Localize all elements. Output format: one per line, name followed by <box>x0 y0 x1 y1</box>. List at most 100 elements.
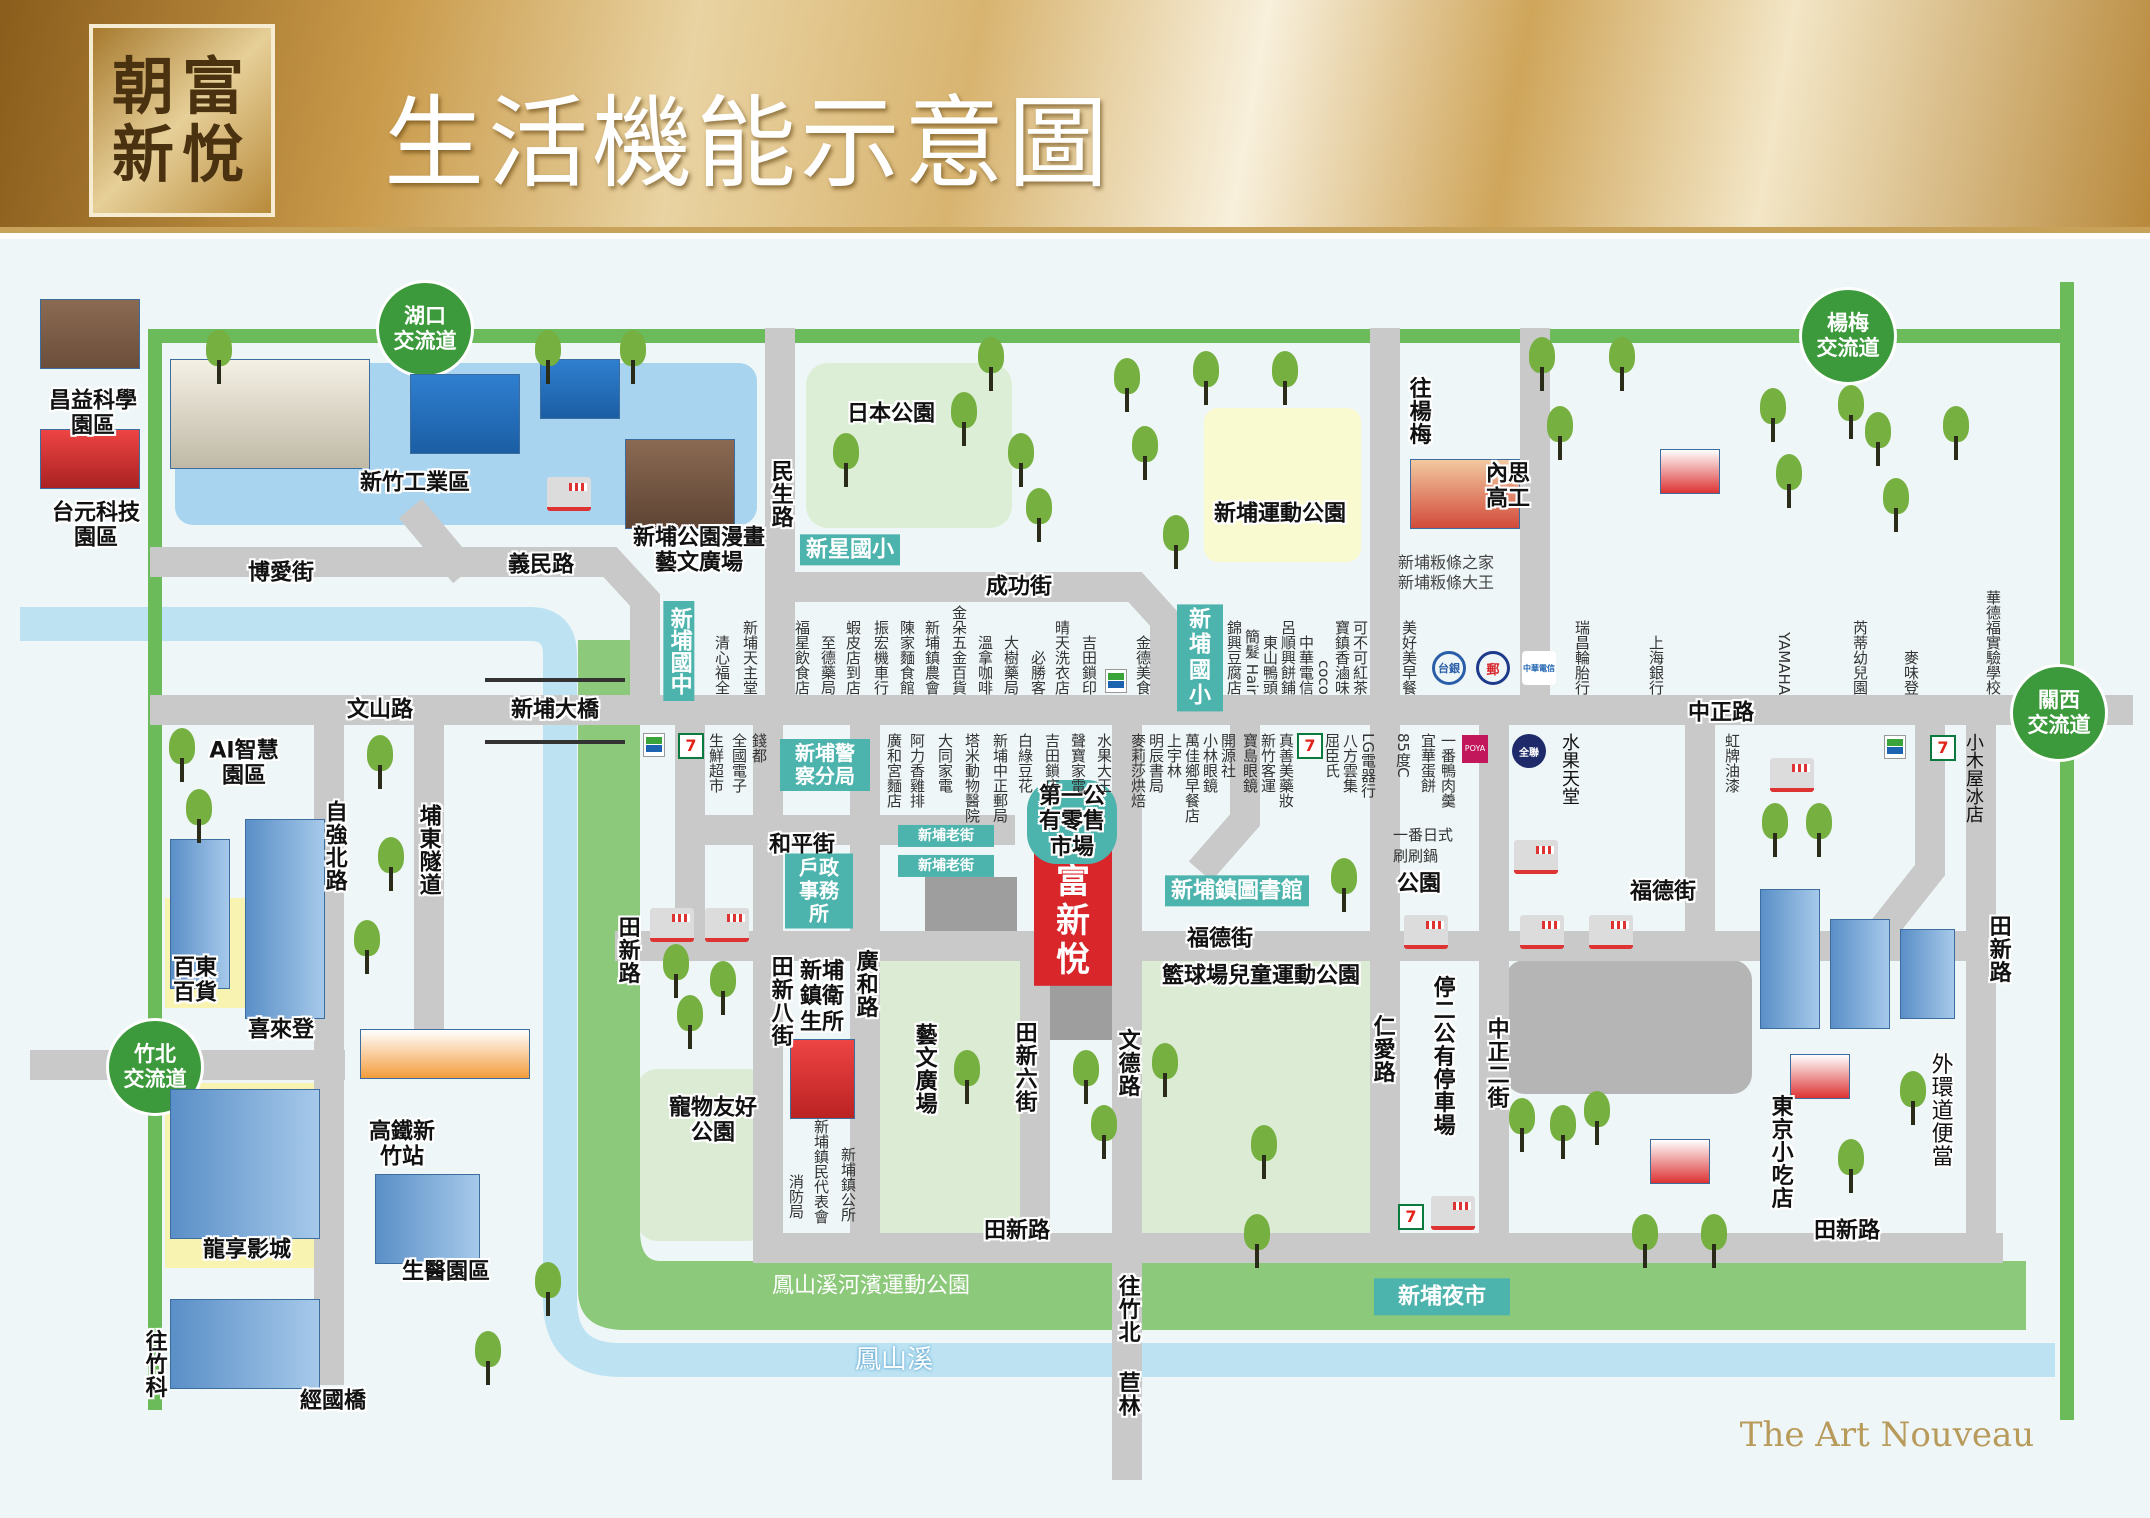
tree-icon <box>1129 426 1161 482</box>
health-center-icon <box>790 1039 855 1119</box>
label: 湖口 <box>404 303 446 328</box>
tree-icon <box>617 330 649 386</box>
tree-icon <box>1070 1049 1102 1106</box>
shop-label: 寶島眼鏡 <box>1241 733 1259 793</box>
shop-label: 塔米動物醫院 <box>963 733 981 823</box>
tree-icon <box>1835 1139 1867 1195</box>
shop-label: 新埔天主堂 <box>741 620 759 695</box>
road-renai: 仁愛路 <box>1369 1014 1395 1084</box>
footer-brand: The Art Nouveau <box>1739 1415 2035 1455</box>
tree-icon <box>1880 478 1912 534</box>
bridge-jingguo: 經國橋 <box>299 1388 367 1414</box>
shop-label: 中華電信 <box>1297 635 1315 695</box>
shop-label: 蝦皮店到店 <box>844 620 862 695</box>
tree-icon <box>951 1049 983 1106</box>
japan-park: 日本公園 <box>846 401 936 427</box>
road-minsheng: 民生路 <box>767 459 793 529</box>
road-ziqiang: 自強北路 <box>321 800 347 892</box>
label: 關西 <box>2038 687 2080 712</box>
road-wende: 文德路 <box>1114 1028 1140 1098</box>
tree-icon <box>1544 405 1576 462</box>
shop-label: 溫拿咖啡 <box>976 635 994 695</box>
road-fude-east: 福德街 <box>1629 879 1697 905</box>
chunghwa-telecom-logo: 中華電信 <box>1522 651 1556 685</box>
tree-icon <box>707 960 739 1017</box>
brand-logo: 朝富 新悅 <box>89 24 275 217</box>
label: 竹北 <box>134 1041 176 1066</box>
tree-icon <box>1547 1104 1579 1161</box>
fire-station: 消防局 <box>787 1174 805 1219</box>
hsinchu-industrial-zone: 新竹工業區 <box>359 470 471 496</box>
shop-label: 八方雲集 <box>1341 733 1359 793</box>
basketball-park-zone <box>1138 960 1371 1241</box>
tree-icon <box>203 330 235 386</box>
sheraton: 喜來登 <box>247 1017 315 1043</box>
shop-label: 麥莉莎烘焙 <box>1129 733 1147 808</box>
factory-icon <box>410 374 520 454</box>
tree-icon <box>1506 1097 1538 1154</box>
tree-icon <box>166 727 198 784</box>
skyscraper-icon <box>170 1089 320 1239</box>
post-office-logo: 郵 <box>1476 651 1510 685</box>
shop-label: 萬佳鄉早餐店 <box>1183 733 1201 823</box>
first-public-market: 第一公有零售市場 <box>1027 780 1117 864</box>
parking-lot <box>1505 960 1752 1094</box>
tree-icon <box>1606 337 1638 393</box>
tree-icon <box>1862 412 1894 468</box>
tree-icon <box>532 330 564 386</box>
to-yangmei: 往楊梅 <box>1405 376 1431 446</box>
basketball-kids-park: 籃球場兒童運動公園 <box>1161 963 1361 989</box>
factory-icon <box>625 439 735 529</box>
building-icon <box>40 429 140 489</box>
tree-icon <box>1581 1091 1613 1147</box>
bantiao-king: 新埔粄條大王 <box>1398 573 1495 592</box>
house-icon <box>1790 1054 1850 1099</box>
map-base <box>0 239 2150 1518</box>
road-zhongzheng: 中正路 <box>1687 700 1755 726</box>
store-icon <box>1520 915 1565 950</box>
town-council: 新埔鎮民代表會 <box>812 1119 830 1224</box>
store-icon <box>546 476 591 511</box>
house-icon <box>1650 1139 1710 1184</box>
shop-label: 瑞昌輪胎行 <box>1573 620 1591 695</box>
pet-friendly-park: 寵物友好公園 <box>668 1095 757 1146</box>
tree-icon <box>674 995 706 1051</box>
shop-label: 美好美早餐 <box>1400 620 1418 695</box>
shop-label: 開源社 <box>1219 733 1237 778</box>
shop-label: 明辰書局 <box>1147 733 1165 793</box>
seven-eleven-logo: 7 <box>1398 1204 1424 1230</box>
xinpu-elementary: 新埔國小 <box>1177 604 1223 712</box>
shop-label: 新竹客運 <box>1259 733 1277 793</box>
road-julin: 苣林 <box>1114 1371 1140 1417</box>
ring-road-bento: 外環道便當 <box>1927 1052 1953 1168</box>
shop-label: 華德福實驗學校 <box>1984 590 2002 695</box>
neisi-high-school: 內思高工 <box>1485 461 1530 512</box>
familymart-logo <box>643 733 665 757</box>
shop-label: 聲寶家電 <box>1069 733 1087 793</box>
health-center: 新埔鎮衛生所 <box>799 959 844 1035</box>
tree-icon <box>1023 487 1055 544</box>
tree-icon <box>660 944 692 1000</box>
pet-park-zone <box>637 1069 768 1241</box>
art-plaza: 藝文廣場 <box>911 1023 937 1115</box>
map-area: 湖口交流道 楊梅交流道 關西交流道 竹北交流道 7 7 7 7 台銀 郵 中華電… <box>0 239 2150 1518</box>
road-guanghe: 廣和路 <box>852 949 878 1019</box>
road-zhongzheng-2: 中正二街 <box>1483 1017 1509 1109</box>
shop-label: 上宇林 <box>1165 733 1183 778</box>
store-icon <box>704 908 749 943</box>
bridge-xinpu: 新埔大橋 <box>510 697 600 723</box>
fengshan-river: 鳳山溪 <box>854 1345 934 1376</box>
tree-icon <box>1269 350 1301 407</box>
tree-icon <box>1190 350 1222 407</box>
shop-label: 麥味登 <box>1902 650 1920 695</box>
road-tianxin-6: 田新六街 <box>1011 1021 1037 1113</box>
pxmart-logo: 全聯 <box>1512 734 1546 768</box>
logo-line-2: 新悅 <box>111 117 252 191</box>
tree-icon <box>1088 1104 1120 1161</box>
tree-icon <box>1757 387 1789 444</box>
road-yimin: 義民路 <box>507 552 575 578</box>
road-tianxin-west: 田新路 <box>614 915 640 985</box>
tree-icon <box>1160 515 1192 571</box>
shop-label: 錢都 <box>750 733 768 763</box>
label: 交流道 <box>1816 336 1880 360</box>
